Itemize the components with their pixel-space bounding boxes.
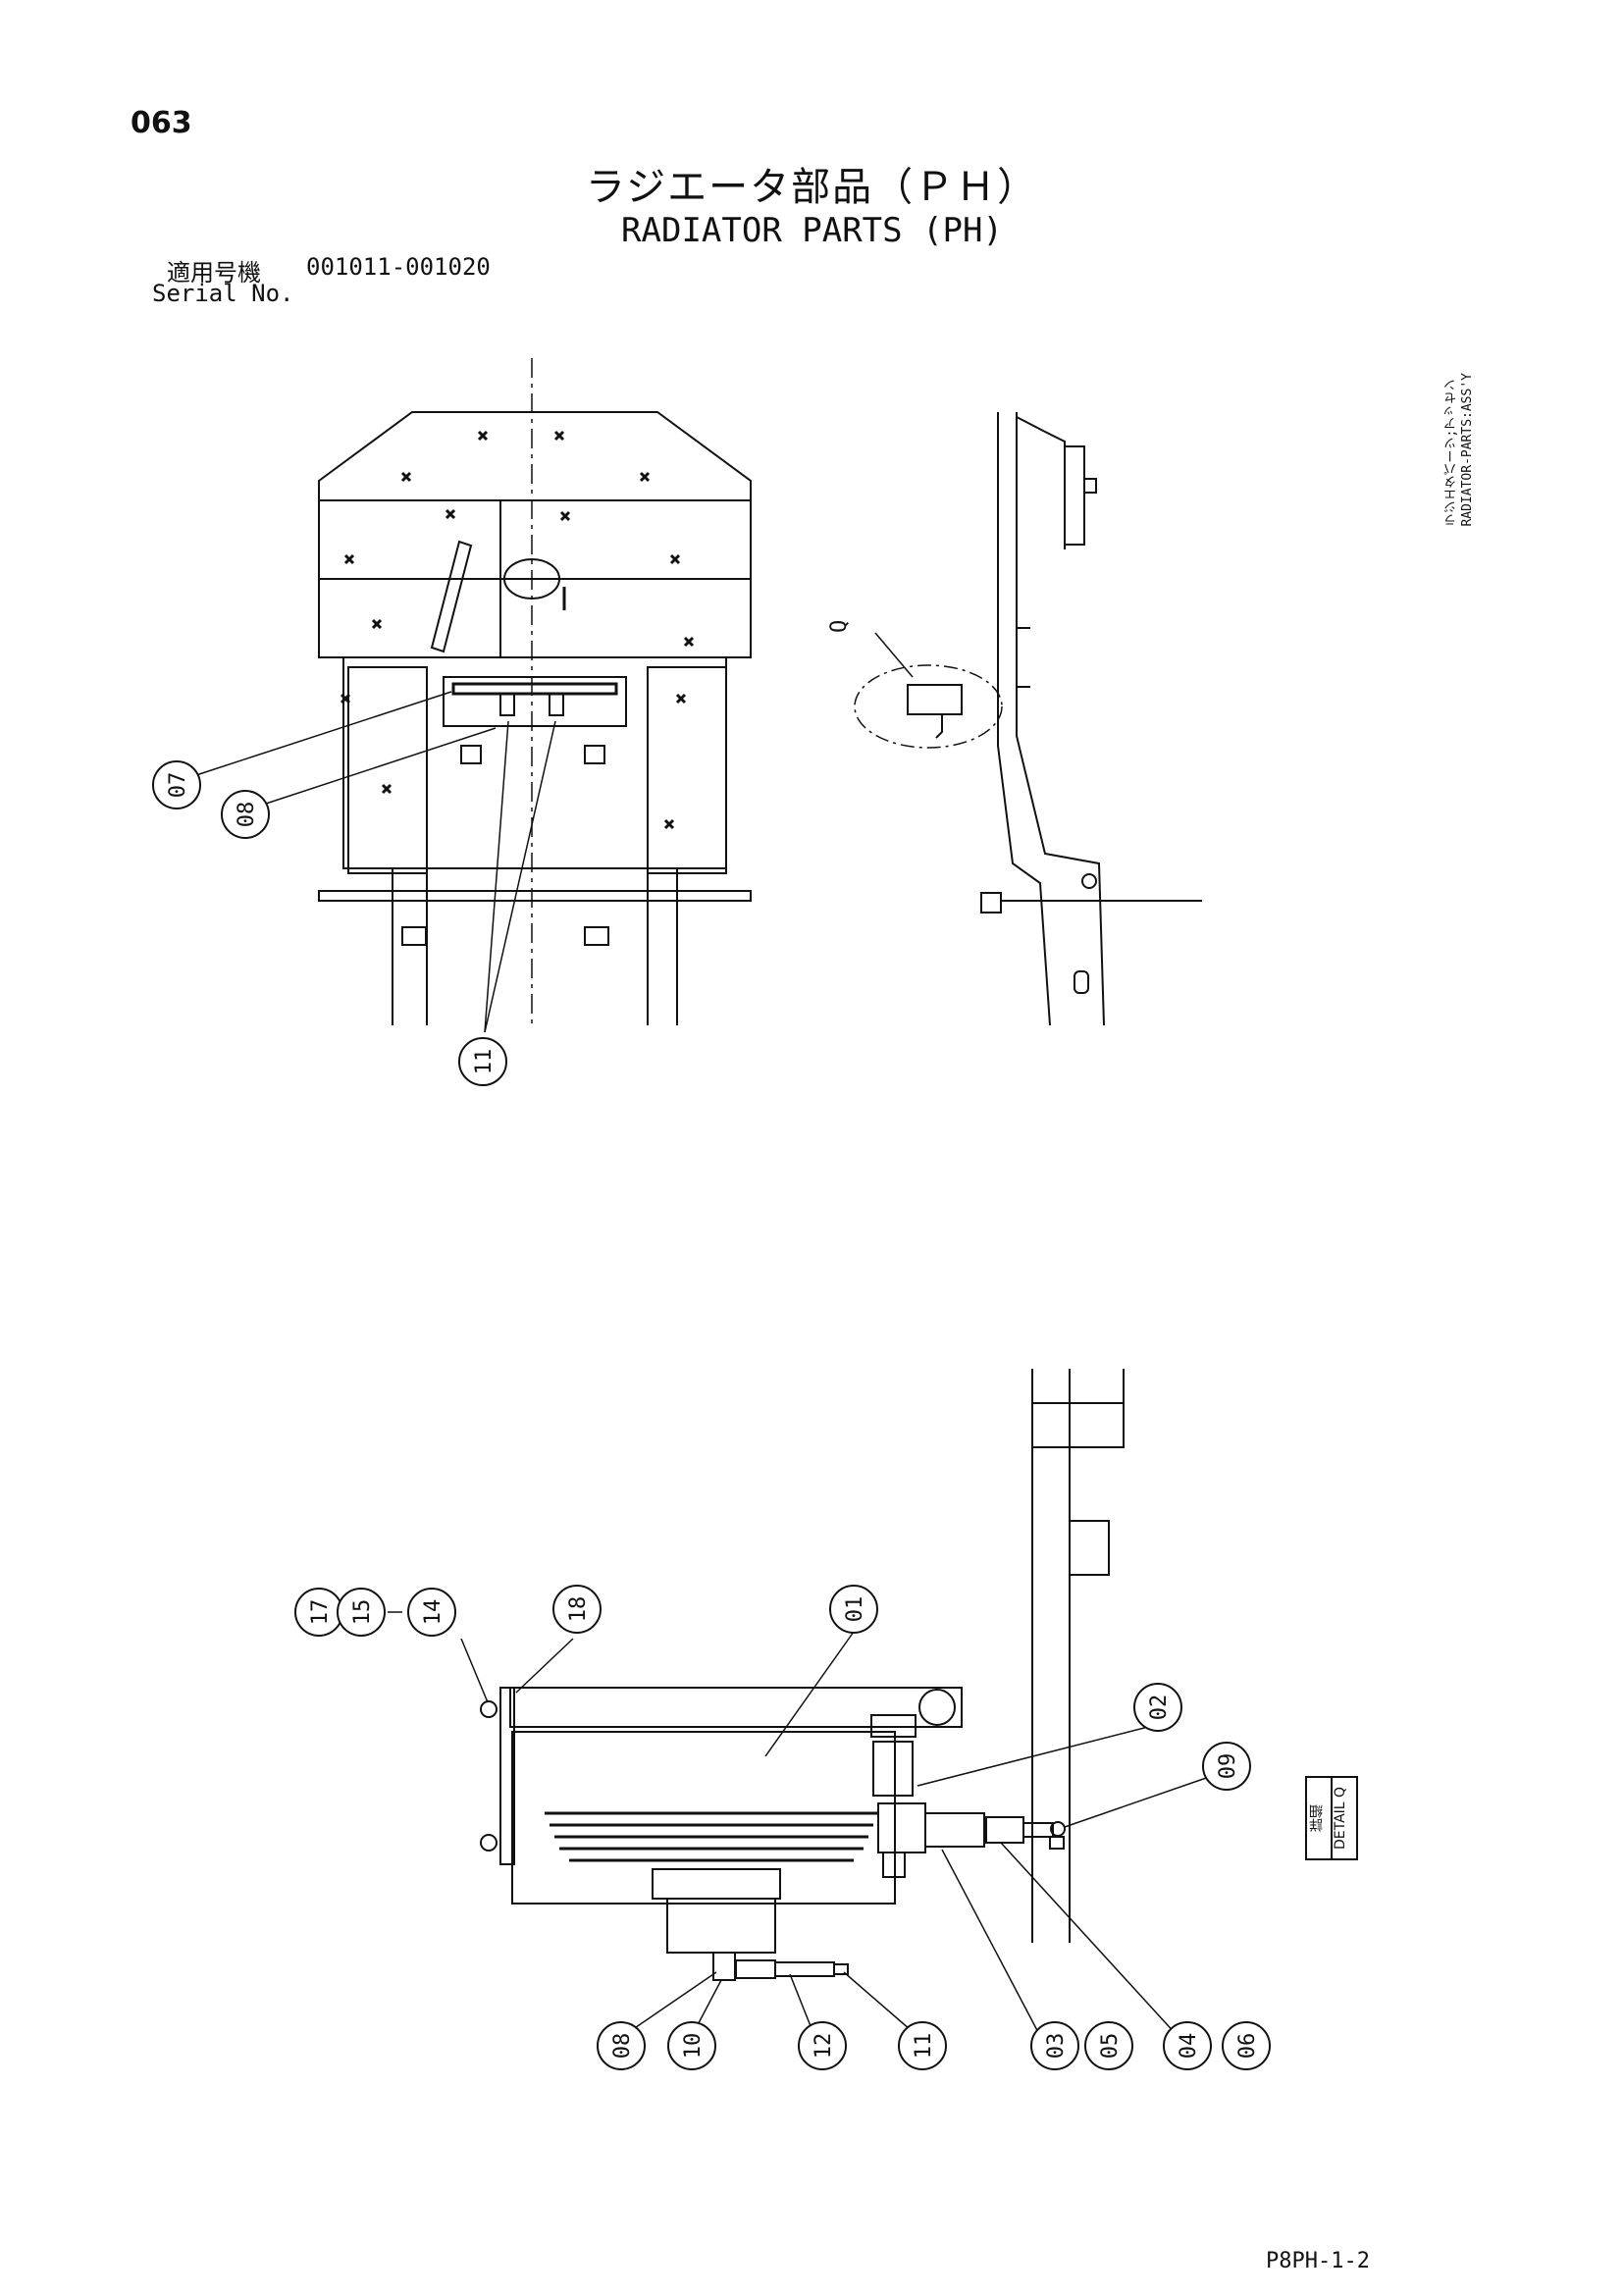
detail-callout-12: 05 (1084, 2021, 1133, 2070)
callout-circle (898, 2021, 947, 2070)
sheet-code: P8PH-1-2 (1266, 2249, 1370, 2273)
callout-label: 05 (1098, 2033, 1123, 2060)
side-view-machine (854, 412, 1202, 1026)
detail-callout-14: 06 (1222, 2021, 1271, 2070)
detail-view-marker: Q (827, 620, 852, 633)
callout-label: 11 (912, 2033, 936, 2060)
callout-circle (458, 1037, 507, 1086)
page-title-english: RADIATOR PARTS (PH) (621, 211, 1003, 250)
callout-circle (552, 1585, 602, 1634)
callout-label: 14 (421, 1599, 445, 1626)
callout-label: 15 (350, 1599, 375, 1626)
callout-group: 07 08 11 17 15 14 18 01 02 09 08 10 12 11 03 05 04 06 (152, 760, 1271, 2070)
serial-range: 001011-001020 (306, 253, 491, 281)
detail-q-ellipse (854, 664, 1003, 749)
callout-label: 08 (235, 802, 259, 828)
callout-label: 11 (472, 1049, 497, 1075)
callout-label: 09 (1216, 1753, 1240, 1780)
callout-circle (1133, 1683, 1182, 1732)
detail-label-japanese: 詳細 (1309, 1804, 1325, 1832)
top-callout-1: 08 (221, 790, 270, 839)
detail-label-letter: Q (1333, 1786, 1348, 1798)
serial-label-japanese: 適用号機 (167, 259, 261, 287)
detail-callout-0: 17 (294, 1588, 343, 1637)
callout-circle (667, 2021, 716, 2070)
callout-circle (1084, 2021, 1133, 2070)
callout-circle (1163, 2021, 1212, 2070)
detail-callout-8: 10 (667, 2021, 716, 2070)
callout-label: 10 (681, 2033, 706, 2060)
callout-circle (798, 2021, 847, 2070)
detail-callout-11: 03 (1030, 2021, 1079, 2070)
callout-label: 04 (1177, 2033, 1201, 2060)
callout-label: 07 (166, 772, 190, 799)
callout-circle (152, 760, 201, 809)
callout-circle (407, 1588, 456, 1637)
detail-label-english: DETAIL Q (1331, 1778, 1356, 1858)
callout-label: 03 (1044, 2033, 1069, 2060)
top-callout-0: 07 (152, 760, 201, 809)
detail-callout-2: 14 (407, 1588, 456, 1637)
detail-q-assembly (480, 1369, 1125, 1981)
callout-circle (337, 1588, 386, 1637)
callout-label: 02 (1147, 1695, 1172, 1721)
detail-callout-1: 15 (337, 1588, 386, 1637)
detail-callout-3: 18 (552, 1585, 602, 1634)
callout-label: 06 (1235, 2033, 1260, 2060)
serial-label-english: Serial No. (152, 280, 294, 307)
detail-label-box: 詳細 DETAIL Q (1305, 1776, 1358, 1860)
top-view-machine (318, 358, 752, 1025)
top-view-leaders (195, 691, 556, 1033)
callout-label: 12 (812, 2033, 836, 2060)
callout-circle (597, 2021, 646, 2070)
callout-circle (829, 1585, 878, 1634)
page-number: 063 (131, 106, 192, 140)
detail-callout-4: 01 (829, 1585, 878, 1634)
detail-callout-7: 08 (597, 2021, 646, 2070)
callout-circle (1202, 1742, 1251, 1791)
callout-circle (1222, 2021, 1271, 2070)
detail-callout-9: 12 (798, 2021, 847, 2070)
top-callout-2: 11 (458, 1037, 507, 1086)
detail-callout-6: 09 (1202, 1742, 1251, 1791)
detail-callout-13: 04 (1163, 2021, 1212, 2070)
detail-callout-10: 11 (898, 2021, 947, 2070)
callout-label: 01 (843, 1596, 867, 1623)
callout-circle (221, 790, 270, 839)
callout-label: 18 (566, 1596, 591, 1623)
callout-label: 17 (308, 1599, 333, 1626)
callout-circle (1030, 2021, 1079, 2070)
page-title-japanese: ラジエータ部品（ＰＨ） (585, 165, 1039, 210)
detail-label-word: DETAIL (1333, 1801, 1348, 1851)
detail-callout-5: 02 (1133, 1683, 1182, 1732)
detail-q-leaders (312, 1611, 1213, 2037)
callout-label: 08 (610, 2033, 635, 2060)
